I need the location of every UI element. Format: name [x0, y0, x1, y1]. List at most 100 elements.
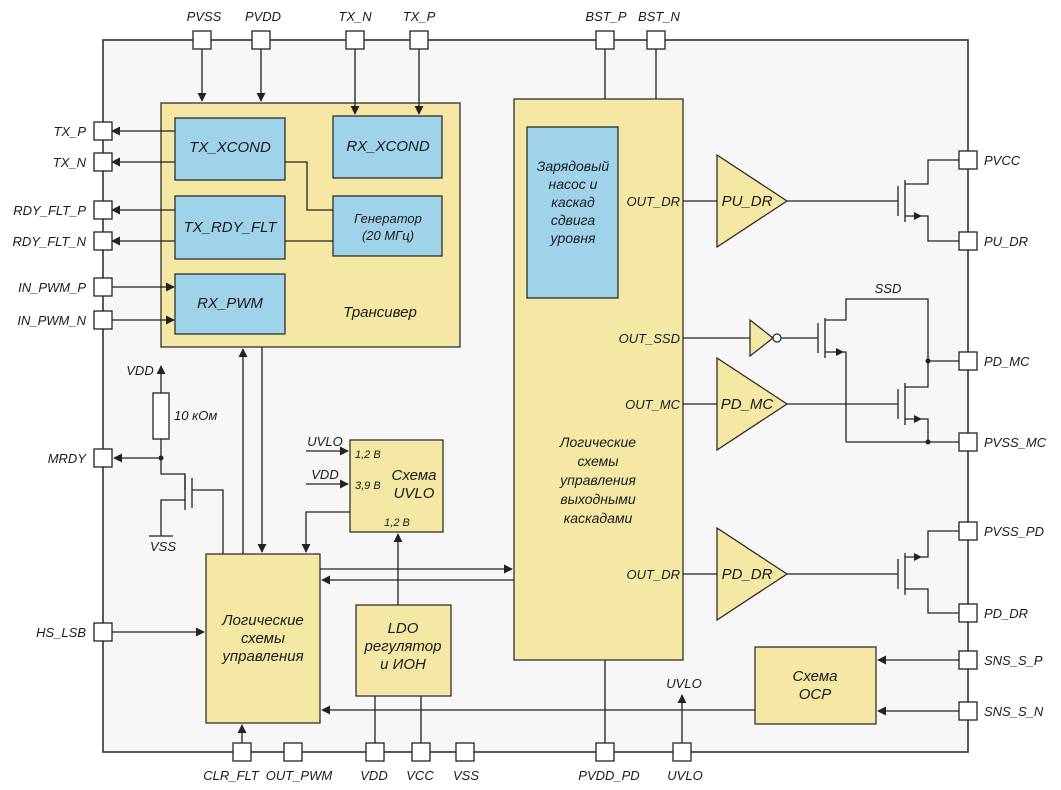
control-logic-label-3: управления — [221, 648, 303, 665]
label-uvlo-in: UVLO — [307, 434, 342, 449]
junction-mrdy — [158, 455, 164, 461]
pin-pvss-pd — [958, 521, 978, 541]
charge-pump-label-2: насос и — [549, 176, 598, 192]
ssd-transistor-arrow — [836, 348, 844, 356]
rx-xcond-label: RX_XCOND — [346, 138, 430, 155]
label-sns-s-p: SNS_S_P — [984, 653, 1043, 668]
ldo-label-1: LDO — [388, 620, 419, 637]
tx-xcond-block — [174, 117, 286, 181]
label-bst-n: BST_N — [638, 9, 681, 24]
tx-xcond-label: TX_XCOND — [189, 139, 271, 156]
uvlo-block — [349, 439, 444, 533]
pin-tx-p-top — [409, 30, 429, 50]
pin-pvss-mc — [958, 432, 978, 452]
label-tx-p-top: TX_P — [403, 9, 436, 24]
pd-mc-driver-label: PD_MC — [721, 396, 774, 413]
label-vss-gnd: VSS — [150, 539, 176, 554]
pin-vcc — [411, 742, 431, 762]
pin-rdy-flt-n — [93, 231, 113, 251]
pin-pd-dr — [958, 603, 978, 623]
generator-label-2: (20 МГц) — [362, 228, 414, 243]
uvlo-block-label-2: UVLO — [394, 485, 435, 502]
label-vdd: VDD — [360, 768, 387, 783]
junction-pvss-mc — [925, 439, 931, 445]
label-uvlo: UVLO — [667, 768, 702, 783]
charge-pump-label-3: каскад — [551, 194, 595, 210]
generator-block — [332, 195, 443, 257]
pin-mrdy — [93, 448, 113, 468]
label-pvcc: PVCC — [984, 153, 1021, 168]
pin-tx-n — [93, 152, 113, 172]
label-out-pwm: OUT_PWM — [266, 768, 333, 783]
pin-sns-s-n — [958, 701, 978, 721]
label-vss: VSS — [453, 768, 479, 783]
control-logic-label-2: схемы — [241, 630, 285, 647]
label-ssd: SSD — [875, 281, 902, 296]
output-logic-label-3: управления — [559, 472, 636, 488]
pin-pvdd-pd — [595, 742, 615, 762]
ssd-inverter-bubble — [772, 333, 782, 343]
out-dr-label-2: OUT_DR — [627, 567, 680, 582]
transceiver-label: Трансивер — [343, 304, 417, 321]
pin-bst-n — [646, 30, 666, 50]
uvlo-3v9: 3,9 В — [355, 480, 381, 492]
uvlo-block-label-1: Схема — [392, 467, 437, 484]
label-pu-dr: PU_DR — [984, 234, 1028, 249]
generator-label-1: Генератор — [354, 211, 422, 226]
ocp-label-1: Схема — [793, 668, 838, 685]
pin-hs-lsb — [93, 622, 113, 642]
ldo-label-3: и ИОН — [380, 656, 426, 673]
out-ssd-label: OUT_SSD — [619, 331, 680, 346]
label-tx-p: TX_P — [53, 124, 86, 139]
label-mrdy: MRDY — [48, 451, 88, 466]
out-mc-label: OUT_MC — [625, 397, 681, 412]
pin-pvcc — [958, 150, 978, 170]
pin-uvlo — [672, 742, 692, 762]
label-rdy-flt-p: RDY_FLT_P — [13, 203, 86, 218]
label-vdd-in: VDD — [311, 467, 338, 482]
pu-transistor-arrow — [914, 212, 922, 220]
pin-vss — [455, 742, 475, 762]
charge-pump-label-4: сдвига — [551, 212, 596, 228]
label-vcc: VCC — [406, 768, 434, 783]
label-pvdd-pd: PVDD_PD — [578, 768, 639, 783]
output-logic-label-4: выходными — [560, 491, 636, 507]
pin-pvdd — [251, 30, 271, 50]
control-logic-label-1: Логические — [221, 612, 304, 629]
tx-rdy-flt-label: TX_RDY_FLT — [183, 219, 278, 236]
pd-dr-transistor-arrow — [914, 553, 922, 561]
pin-tx-n-top — [345, 30, 365, 50]
uvlo-1v2-bottom: 1,2 В — [384, 517, 410, 529]
ocp-label-2: OCP — [799, 686, 832, 703]
rx-pwm-block — [174, 273, 286, 335]
label-tx-n: TX_N — [53, 155, 87, 170]
pin-in-pwm-p — [93, 277, 113, 297]
wires — [111, 49, 959, 743]
charge-pump-block — [526, 126, 619, 299]
pin-clr-flt — [232, 742, 252, 762]
control-logic-block — [205, 553, 321, 724]
pin-rdy-flt-p — [93, 200, 113, 220]
label-in-pwm-n: IN_PWM_N — [17, 313, 86, 328]
label-in-pwm-p: IN_PWM_P — [18, 280, 86, 295]
pin-pd-mc — [958, 351, 978, 371]
tx-rdy-flt-block — [174, 195, 286, 260]
junction-pd-mc — [925, 358, 931, 364]
label-pd-dr: PD_DR — [984, 606, 1028, 621]
pullup-resistor — [152, 392, 170, 440]
output-logic-label-2: схемы — [577, 453, 619, 469]
output-logic-label-1: Логические — [559, 434, 636, 450]
label-pd-mc: PD_MC — [984, 354, 1030, 369]
pin-bst-p — [595, 30, 615, 50]
label-pvss-pd: PVSS_PD — [984, 524, 1044, 539]
label-clr-flt: CLR_FLT — [203, 768, 259, 783]
label-resistor: 10 кОм — [174, 408, 217, 423]
label-rdy-flt-n: RDY_FLT_N — [13, 234, 87, 249]
uvlo-1v2-top: 1,2 В — [355, 449, 381, 461]
label-sns-s-n: SNS_S_N — [984, 704, 1044, 719]
pin-vdd — [365, 742, 385, 762]
pd-dr-driver-label: PD_DR — [722, 566, 773, 583]
charge-pump-label-1: Зарядовый — [537, 158, 610, 174]
label-tx-n-top: TX_N — [338, 9, 372, 24]
